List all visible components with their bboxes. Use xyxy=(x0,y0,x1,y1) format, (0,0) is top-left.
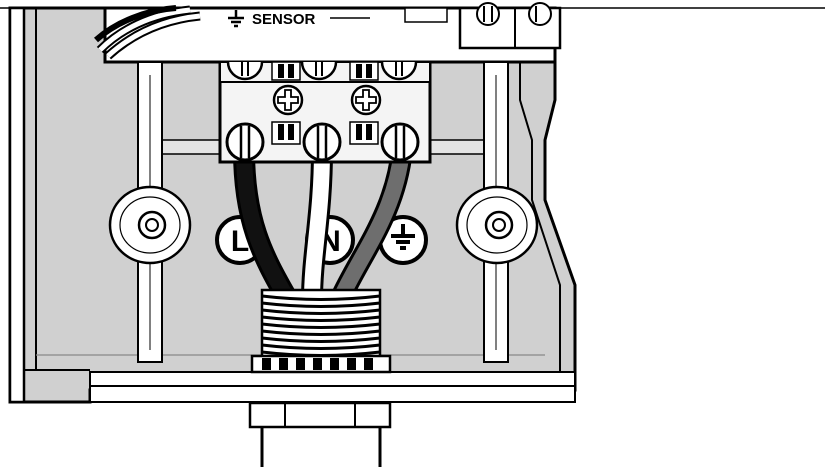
housing-right-wall xyxy=(519,8,561,375)
thread-ring xyxy=(261,336,381,343)
ground-symbol-icon xyxy=(228,10,244,28)
phillips-screw-icon xyxy=(272,84,304,116)
fitting-threads xyxy=(261,294,381,357)
housing-bottom-ledge-lower xyxy=(89,385,576,403)
phillips-screw-icon xyxy=(350,84,382,116)
thread-ring xyxy=(261,301,381,308)
nut-tooth xyxy=(364,358,373,370)
slotted-screw-icon xyxy=(226,61,264,81)
thread-ring xyxy=(261,343,381,350)
nut-tooth xyxy=(279,358,288,370)
nut-tooth xyxy=(296,358,305,370)
terminal-divider-lower xyxy=(271,121,379,145)
top-terminal-block xyxy=(458,2,562,50)
slotted-screw-icon xyxy=(300,61,338,81)
nut-tooth xyxy=(330,358,339,370)
thread-ring xyxy=(261,308,381,315)
thread-ring xyxy=(261,294,381,301)
terminal-divider-upper xyxy=(271,61,379,81)
sensor-wires xyxy=(93,5,201,60)
right-mounting-lobe xyxy=(455,185,539,265)
sensor-label: SENSOR xyxy=(252,11,316,28)
slotted-screw-icon xyxy=(302,122,342,162)
neutral-wire xyxy=(301,149,333,301)
slotted-screw-icon xyxy=(380,122,420,162)
board-component xyxy=(404,7,448,23)
sensor-label-group: SENSOR xyxy=(228,7,448,28)
nut-tooth xyxy=(262,358,271,370)
lock-nut-teeth xyxy=(262,358,373,370)
threaded-conduit-fitting xyxy=(260,288,382,360)
ground-marker xyxy=(378,215,428,265)
conduit-lock-nut xyxy=(250,354,392,374)
nut-tooth xyxy=(347,358,356,370)
nut-tooth xyxy=(313,358,322,370)
left-mounting-lobe xyxy=(108,185,192,265)
line-wire xyxy=(233,149,298,306)
conduit-pipe xyxy=(248,401,392,467)
ground-wire xyxy=(329,148,413,305)
thread-ring xyxy=(261,329,381,336)
slotted-screw-icon xyxy=(380,61,418,81)
thread-ring xyxy=(261,322,381,329)
main-terminal-block xyxy=(218,60,432,164)
ground-symbol-icon xyxy=(391,224,415,250)
thread-ring xyxy=(261,315,381,322)
housing-left-rim xyxy=(8,6,26,404)
slotted-screw-icon xyxy=(225,122,265,162)
